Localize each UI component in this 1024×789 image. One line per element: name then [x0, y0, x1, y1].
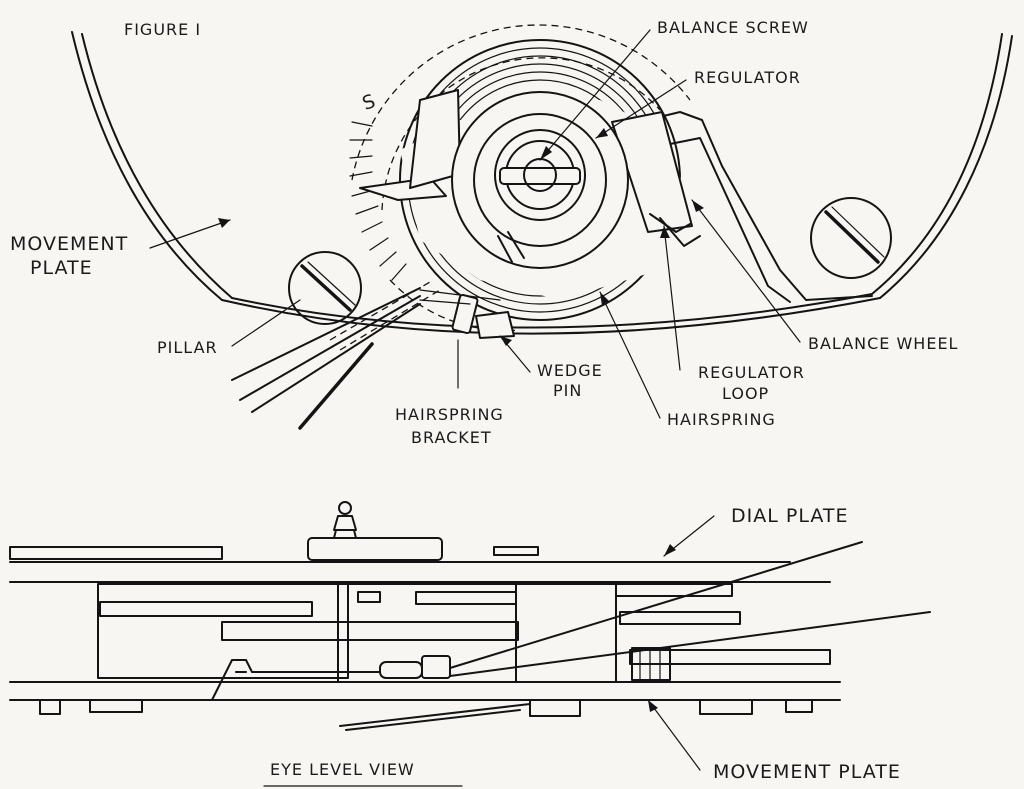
figure-label: FIGURE I — [124, 20, 201, 39]
movement-plate-outline — [71, 31, 1013, 335]
label-regulator-loop-line1: REGULATOR — [698, 363, 805, 382]
label-movement-plate-line2: PLATE — [30, 257, 93, 279]
balance-hub — [451, 91, 629, 269]
label-hairspring-bracket-line1: HAIRSPRING — [395, 405, 504, 424]
sighting-lines — [449, 541, 931, 677]
label-movement-plate-line1: MOVEMENT — [10, 233, 128, 255]
screw-right — [810, 197, 892, 279]
leader-lines — [149, 29, 801, 419]
label-hairspring: HAIRSPRING — [667, 410, 776, 429]
top-view: S — [10, 18, 1013, 447]
movement-internals — [97, 583, 831, 683]
label-wedge-pin-line1: WEDGE — [537, 361, 603, 380]
dial-plate-side — [9, 501, 831, 583]
side-view: DIAL PLATE MOVEMENT PLATE EYE LEVEL VIEW — [9, 501, 931, 787]
caption-eye-level-view: EYE LEVEL VIEW — [270, 760, 415, 779]
regulator-loop — [649, 213, 701, 247]
label-dial-plate: DIAL PLATE — [731, 505, 848, 527]
label-balance-screw: BALANCE SCREW — [657, 18, 809, 37]
label-regulator-loop-line2: LOOP — [722, 384, 769, 403]
movement-plate-side — [9, 655, 841, 731]
tweezer-lines — [231, 281, 441, 430]
label-wedge-pin-line2: PIN — [553, 381, 582, 400]
scale-mark-s: S — [359, 90, 379, 115]
label-balance-wheel: BALANCE WHEEL — [808, 334, 958, 353]
pillar-screw-left — [288, 251, 362, 325]
label-movement-plate-side: MOVEMENT PLATE — [713, 761, 901, 783]
label-hairspring-bracket-line2: BRACKET — [411, 428, 492, 447]
side-leader-lines — [647, 515, 715, 771]
hairspring-bracket — [419, 289, 515, 339]
label-pillar: PILLAR — [157, 338, 218, 357]
label-regulator: REGULATOR — [694, 68, 801, 87]
